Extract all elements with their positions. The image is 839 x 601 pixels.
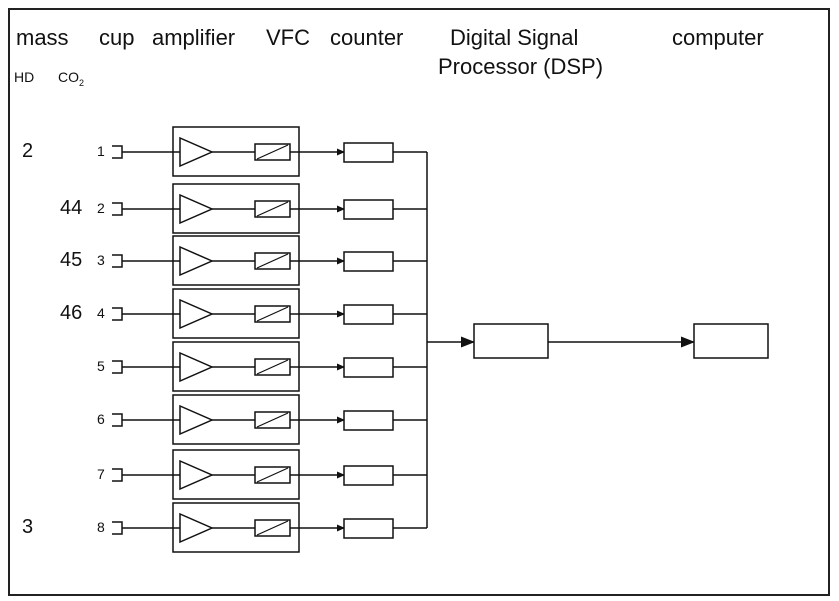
counter-box: [343, 410, 394, 431]
cup-number: 1: [97, 143, 105, 159]
counter-box: [343, 304, 394, 325]
amplifier-icon: [179, 245, 214, 277]
amplifier-icon: [179, 512, 214, 544]
cup-number: 7: [97, 466, 105, 482]
amplifier-icon: [179, 298, 214, 330]
amplifier-icon: [179, 404, 214, 436]
cup-icon: [112, 145, 123, 159]
counter-box: [343, 199, 394, 220]
amplifier-icon: [179, 136, 214, 168]
cup-icon: [112, 413, 123, 427]
mass-label: 46: [60, 302, 83, 324]
header-dsp-line2: Processor (DSP): [438, 54, 604, 79]
cup-icon: [112, 360, 123, 374]
cup-number: 2: [97, 200, 105, 216]
vfc-diagonal: [256, 306, 289, 322]
mass-label: 2: [22, 140, 34, 162]
cup-icon: [112, 468, 123, 482]
mass-label: 44: [60, 197, 83, 219]
mass-label: 3: [22, 516, 34, 538]
amplifier-icon: [179, 459, 214, 491]
cup-number: 5: [97, 358, 105, 374]
counter-box: [343, 142, 394, 163]
diagram-frame: [8, 8, 830, 596]
counter-box: [343, 357, 394, 378]
vfc-diagonal: [256, 412, 289, 428]
amplifier-icon: [179, 193, 214, 225]
cup-icon: [112, 521, 123, 535]
header-mass: mass: [16, 25, 69, 50]
computer-box: [693, 323, 769, 359]
header-dsp-line1: Digital Signal: [450, 25, 579, 50]
header-cup: cup: [99, 25, 135, 50]
header-amplifier: amplifier: [152, 25, 236, 50]
vfc-diagonal: [256, 201, 289, 217]
vfc-diagonal: [256, 359, 289, 375]
cup-icon: [112, 307, 123, 321]
subheader-co2: CO2: [58, 69, 85, 88]
mass-label: 45: [60, 249, 83, 271]
cup-icon: [112, 202, 123, 216]
vfc-diagonal: [256, 520, 289, 536]
counter-box: [343, 251, 394, 272]
cup-icon: [112, 254, 123, 268]
cup-number: 8: [97, 519, 105, 535]
vfc-diagonal: [256, 144, 289, 160]
counter-box: [343, 518, 394, 539]
header-vfc: VFC: [266, 25, 310, 50]
subheader-hd: HD: [14, 69, 35, 85]
header-counter: counter: [330, 25, 404, 50]
cup-number: 6: [97, 411, 105, 427]
vfc-diagonal: [256, 253, 289, 269]
cup-number: 3: [97, 252, 105, 268]
cup-number: 4: [97, 305, 105, 321]
counter-box: [343, 465, 394, 486]
vfc-diagonal: [256, 467, 289, 483]
amplifier-icon: [179, 351, 214, 383]
dsp-box: [473, 323, 549, 359]
header-computer: computer: [672, 25, 764, 50]
